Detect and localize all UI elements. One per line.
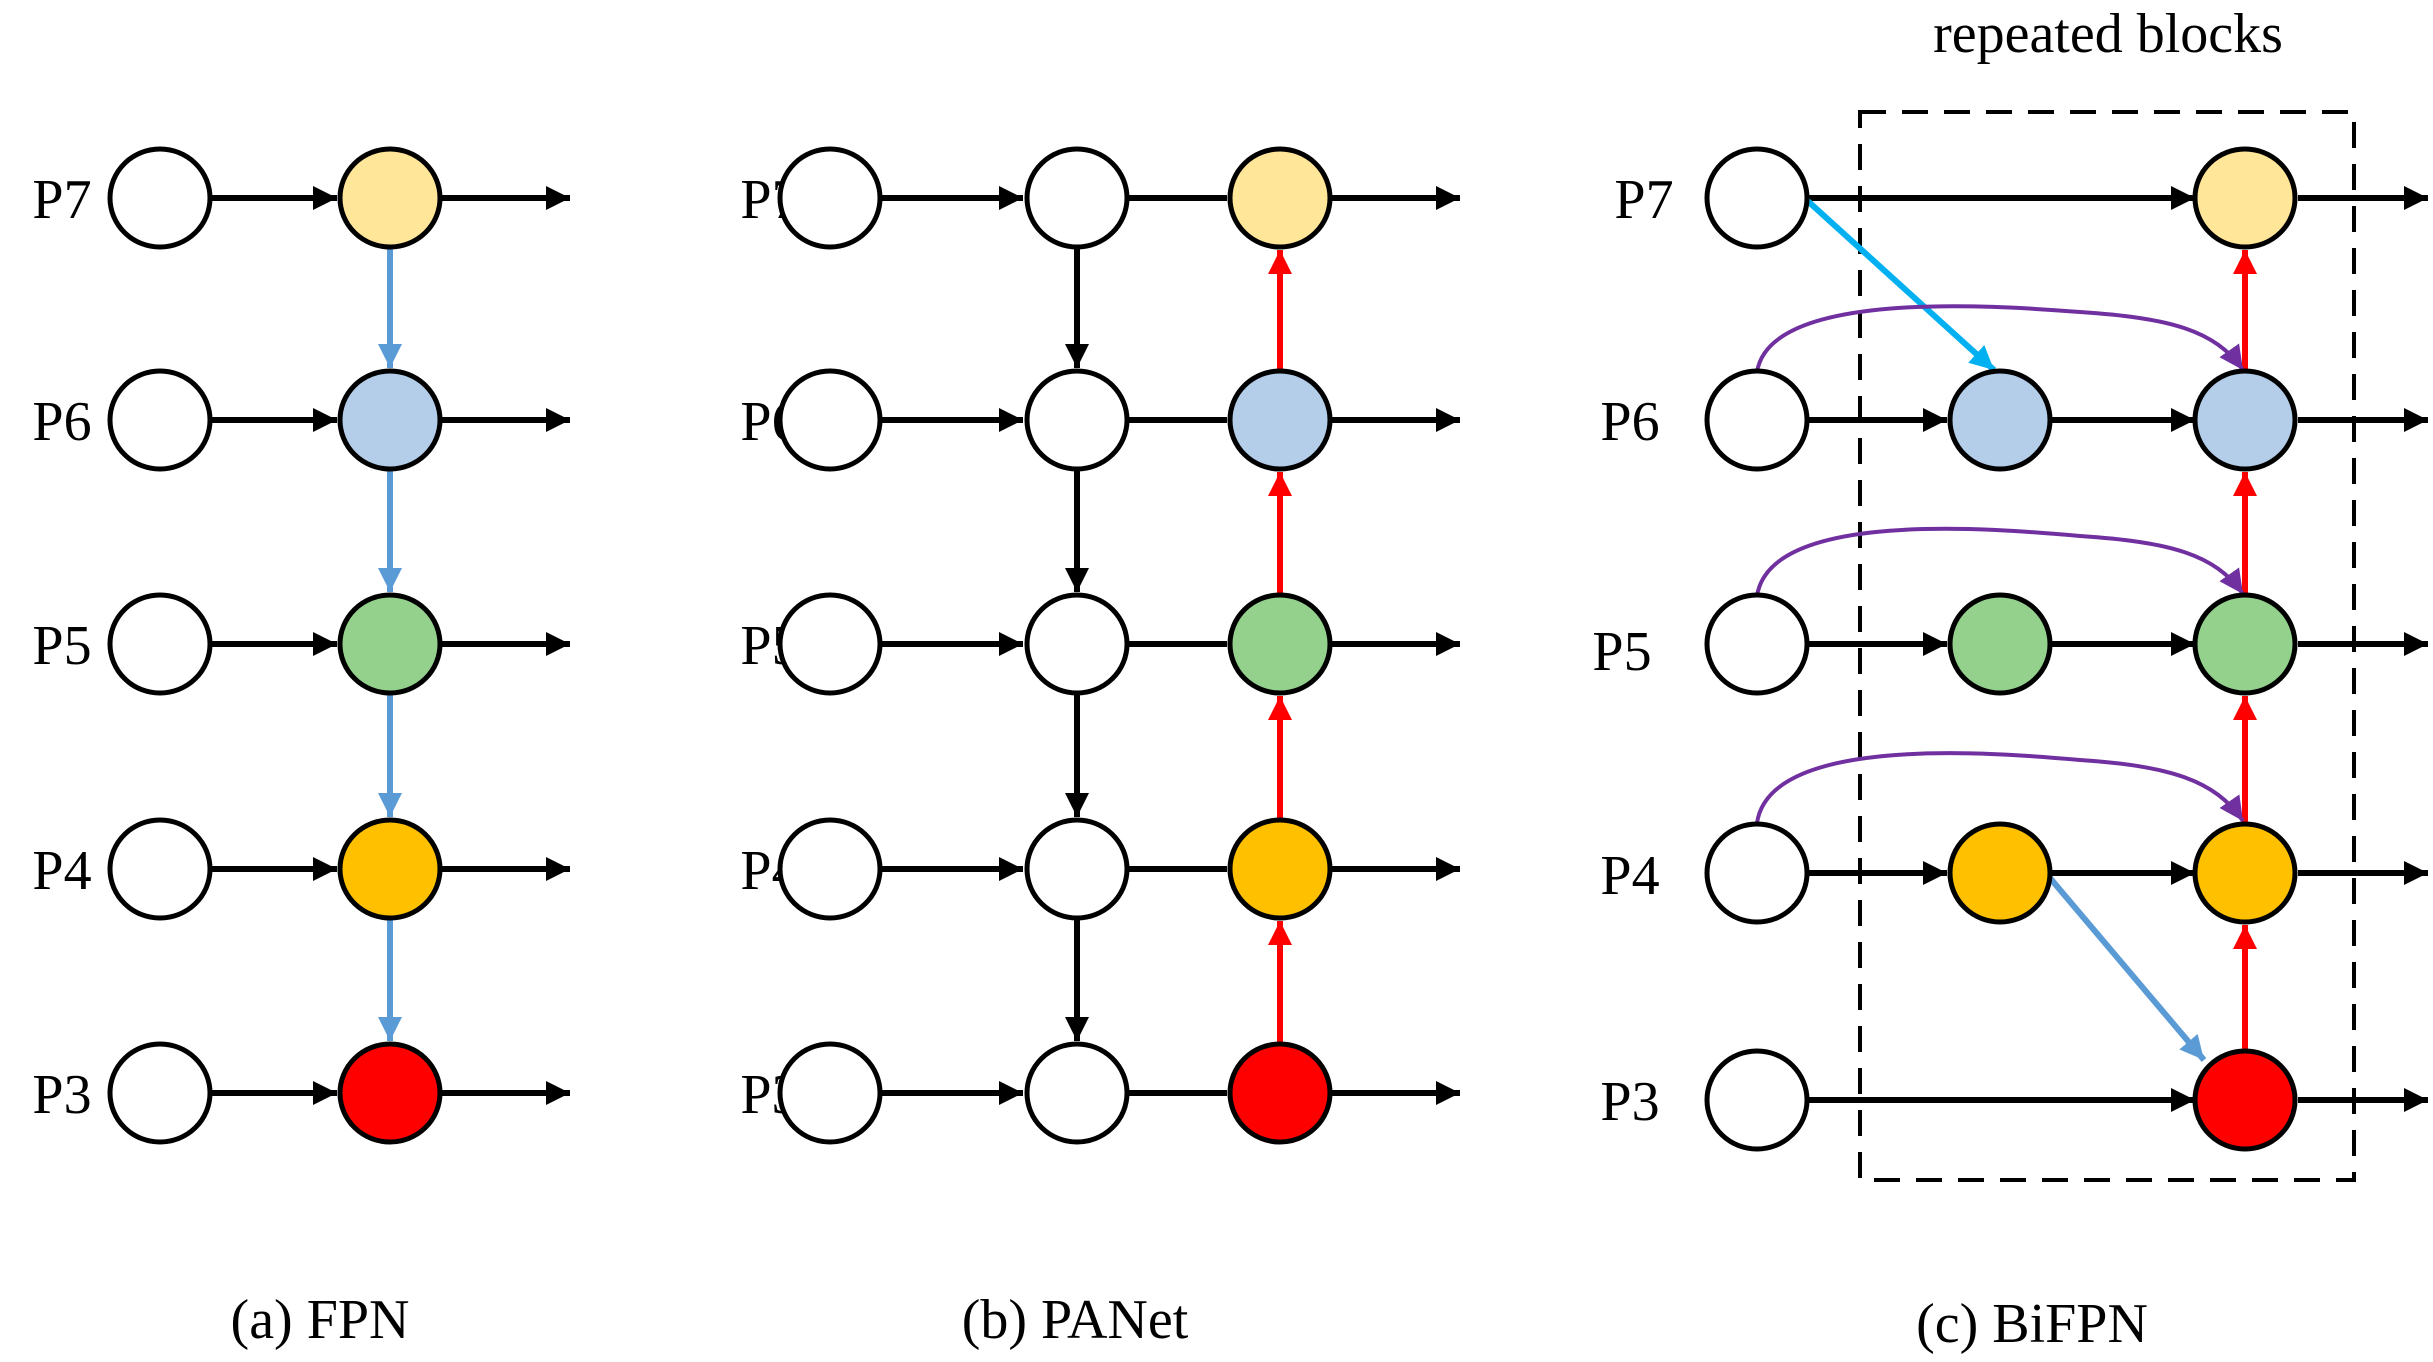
bifpn-skip-p6 xyxy=(1755,304,2245,373)
bifpn-label-p5: P5 xyxy=(1592,621,1651,683)
fpn-label-p4: P4 xyxy=(32,840,91,902)
panet-input-node-p4 xyxy=(777,817,883,921)
bifpn-output-node-p6 xyxy=(2192,368,2298,472)
bifpn-input-node-p7 xyxy=(1704,146,1810,250)
bifpn-intermediate-node-p5 xyxy=(1947,592,2053,696)
fpn-input-node-p3 xyxy=(107,1041,213,1145)
bifpn-topdown-p4-p3 xyxy=(2047,876,2207,1062)
panel-fpn: P7 P6 P5 P4 P3 xyxy=(32,146,570,1351)
bifpn-input-node-p3 xyxy=(1704,1048,1810,1152)
panet-output-node-p5 xyxy=(1227,592,1333,696)
fpn-output-node-p5 xyxy=(337,592,443,696)
fpn-output-node-p7 xyxy=(337,146,443,250)
panet-topdown-node-p4 xyxy=(1024,817,1130,921)
bifpn-output-node-p3 xyxy=(2192,1048,2298,1152)
panet-output-node-p7 xyxy=(1227,146,1333,250)
fpn-output-node-p3 xyxy=(337,1041,443,1145)
fpn-label-p6: P6 xyxy=(32,391,91,453)
fpn-label-p3: P3 xyxy=(32,1064,91,1126)
fpn-label-p5: P5 xyxy=(32,615,91,677)
bifpn-label-p7: P7 xyxy=(1614,169,1673,231)
panet-topdown-node-p7 xyxy=(1024,146,1130,250)
fpn-input-node-p4 xyxy=(107,817,213,921)
panet-topdown-node-p5 xyxy=(1024,592,1130,696)
bifpn-skip-p4 xyxy=(1755,751,2245,824)
panel-bifpn: repeated blocks P7 P6 P5 P4 P3 xyxy=(1592,3,2428,1355)
bifpn-caption: (c) BiFPN xyxy=(1916,1293,2148,1355)
repeated-blocks-label: repeated blocks xyxy=(1933,3,2283,65)
fpn-level-labels: P7 P6 P5 P4 P3 xyxy=(32,169,91,1126)
panet-output-node-p3 xyxy=(1227,1041,1333,1145)
panet-input-node-p6 xyxy=(777,368,883,472)
fpn-output-node-p6 xyxy=(337,368,443,472)
bifpn-output-node-p4 xyxy=(2192,821,2298,925)
fpn-caption: (a) FPN xyxy=(231,1289,410,1351)
fpn-edges xyxy=(210,186,570,1105)
panet-input-node-p5 xyxy=(777,592,883,696)
fpn-output-node-p4 xyxy=(337,817,443,921)
panet-topdown-node-p3 xyxy=(1024,1041,1130,1145)
panet-edges xyxy=(880,186,1460,1105)
fpn-input-node-p5 xyxy=(107,592,213,696)
bifpn-output-node-p7 xyxy=(2192,146,2298,250)
fpn-nodes xyxy=(107,146,443,1145)
bifpn-level-labels: P7 P6 P5 P4 P3 xyxy=(1592,169,1673,1133)
bifpn-nodes xyxy=(1704,146,2298,1152)
fpn-input-node-p6 xyxy=(107,368,213,472)
bifpn-input-node-p5 xyxy=(1704,592,1810,696)
bifpn-output-node-p5 xyxy=(2192,592,2298,696)
bifpn-label-p6: P6 xyxy=(1600,391,1659,453)
bifpn-intermediate-node-p6 xyxy=(1947,368,2053,472)
bifpn-topdown-p7-p6 xyxy=(1797,191,1997,373)
fpn-input-node-p7 xyxy=(107,146,213,250)
panet-nodes xyxy=(777,146,1333,1145)
bifpn-label-p4: P4 xyxy=(1600,845,1659,907)
bifpn-label-p3: P3 xyxy=(1600,1071,1659,1133)
panet-caption: (b) PANet xyxy=(962,1289,1189,1351)
bifpn-intermediate-node-p4 xyxy=(1947,821,2053,925)
panel-panet: P7 P6 P5 P4 P3 xyxy=(740,146,1460,1351)
bifpn-edges xyxy=(1755,186,2428,1112)
panet-output-node-p4 xyxy=(1227,817,1333,921)
fpn-label-p7: P7 xyxy=(32,169,91,231)
panet-topdown-node-p6 xyxy=(1024,368,1130,472)
panet-input-node-p7 xyxy=(777,146,883,250)
panet-output-node-p6 xyxy=(1227,368,1333,472)
bifpn-input-node-p6 xyxy=(1704,368,1810,472)
bifpn-input-node-p4 xyxy=(1704,821,1810,925)
bifpn-skip-p5 xyxy=(1755,526,2245,597)
panet-input-node-p3 xyxy=(777,1041,883,1145)
